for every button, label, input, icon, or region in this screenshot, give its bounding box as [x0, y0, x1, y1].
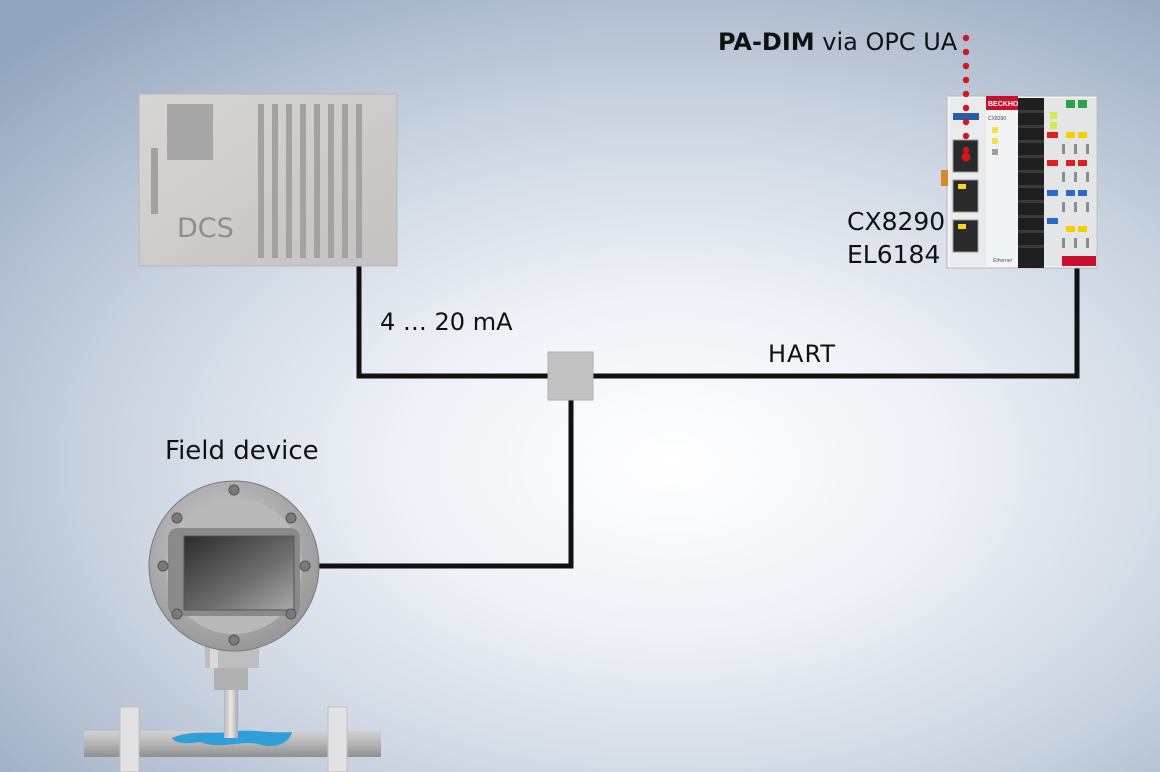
- field-device-label: Field device: [165, 436, 319, 466]
- terminal-model-label: EL6184: [847, 240, 941, 269]
- terminal-tabs: [1047, 100, 1087, 232]
- cable-junction-to-controller: [592, 268, 1080, 379]
- dcs-cabinet: DCS: [138, 93, 398, 267]
- din-rail-clip: [941, 170, 948, 186]
- dcs-handle: [151, 148, 158, 214]
- controller-model-label: CX8290: [847, 207, 946, 236]
- pipe-flange-left: [119, 706, 140, 772]
- analog-signal-label: 4 … 20 mA: [380, 308, 513, 336]
- dcs-panel: [167, 104, 213, 160]
- cable-network: [318, 266, 1080, 569]
- cable-junction-to-field-device: [318, 400, 574, 569]
- housing-bolts: [157, 484, 311, 646]
- part-label: CX8290: [988, 116, 1006, 122]
- ethernet-port-1: [952, 139, 979, 173]
- port-label: Ethernet: [993, 258, 1013, 264]
- field-device: [148, 480, 320, 738]
- protocol-title-bold: PA-DIM: [718, 28, 815, 56]
- protocol-title: PA-DIM via OPC UA: [718, 28, 957, 56]
- process-fluid: [172, 730, 292, 747]
- heat-sink: [1018, 98, 1044, 268]
- cable-dcs-to-junction: [356, 266, 550, 379]
- dcs-label: DCS: [177, 213, 234, 244]
- brand-label: BECKHOFF: [988, 101, 1028, 108]
- junction-box: [547, 351, 594, 401]
- controller-module: BECKHOFF CX8290 Ethernet: [941, 95, 1098, 269]
- dcs-vent-slots: [258, 104, 362, 258]
- sensor-stem: [224, 684, 238, 738]
- opc-ua-link-dots: [961, 34, 971, 162]
- pipe-flange-right: [327, 706, 348, 772]
- protocol-title-rest: via OPC UA: [814, 28, 958, 56]
- hart-protocol-label: HART: [768, 340, 837, 368]
- usb-slot: [953, 113, 979, 120]
